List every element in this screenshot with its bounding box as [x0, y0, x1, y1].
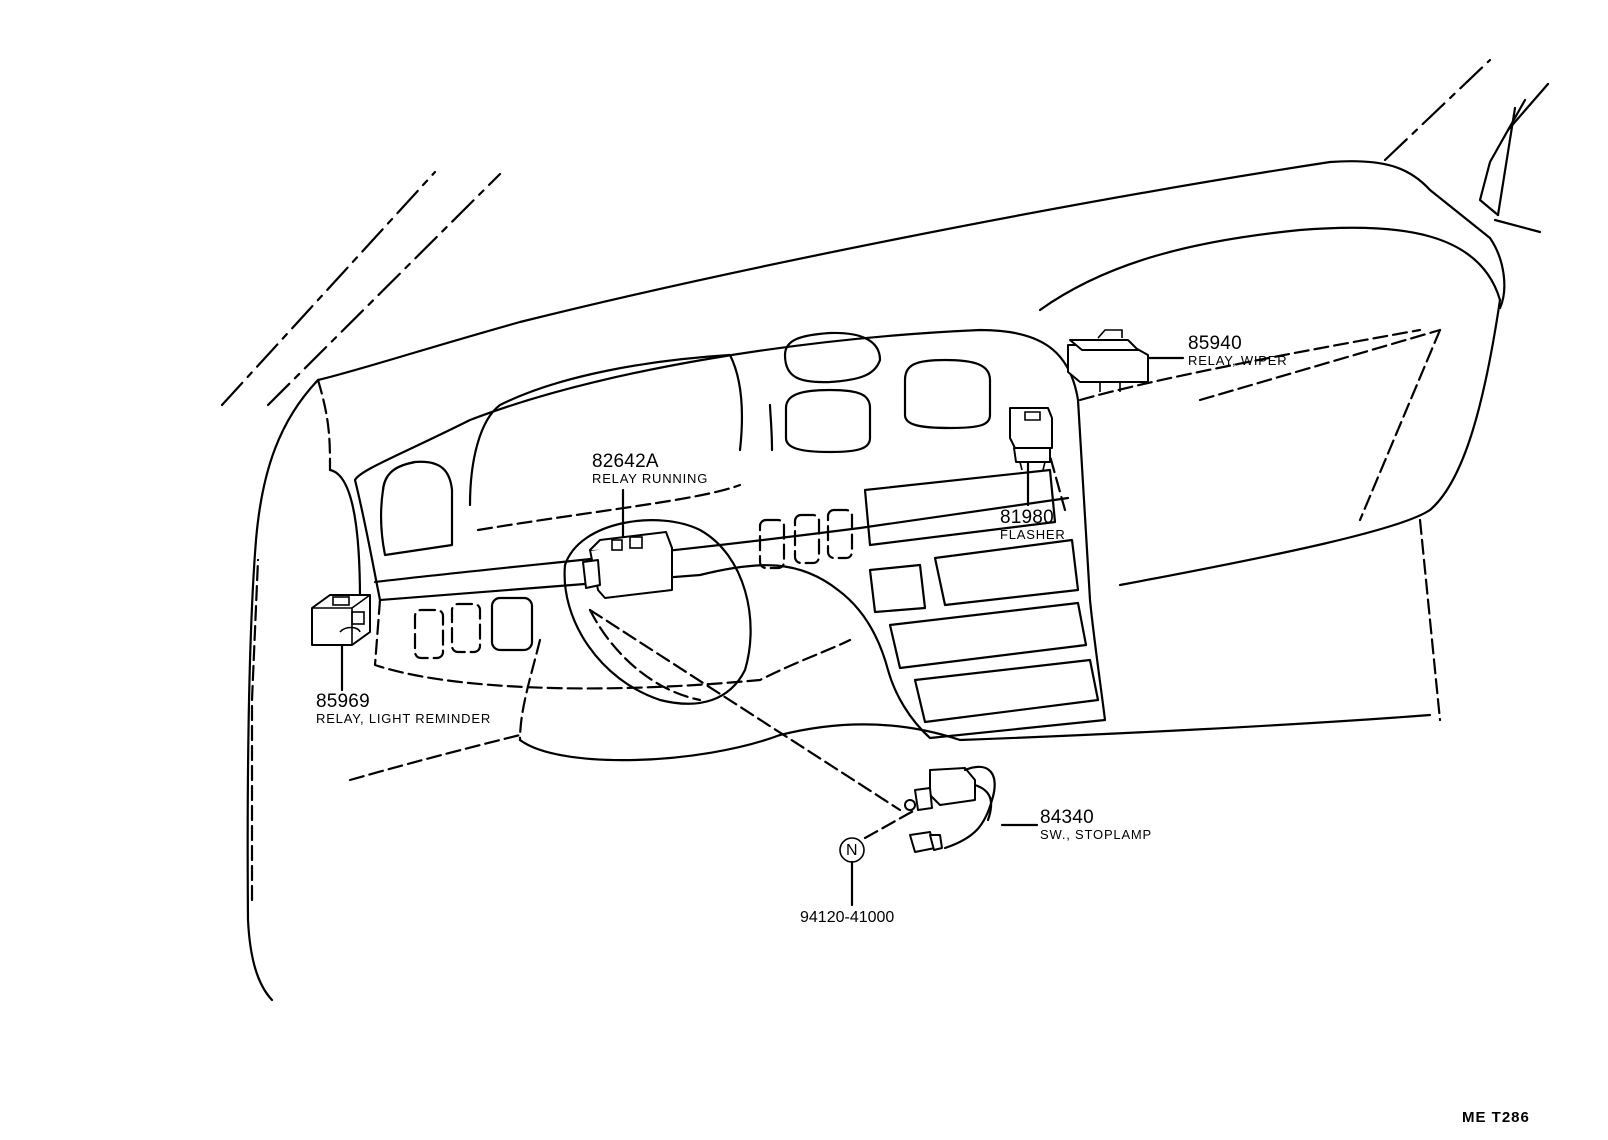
part-name: RELAY, WIPER — [1188, 353, 1288, 368]
part-number: 85969 — [316, 691, 370, 712]
flasher-label: 81980 FLASHER — [1000, 508, 1066, 541]
light-reminder-relay-part — [311, 594, 371, 646]
stoplamp-switch-part — [904, 765, 996, 853]
instrument-panel — [353, 328, 1107, 740]
bolt-symbol-letter: N — [846, 842, 858, 859]
dashboard-outline — [246, 160, 1506, 1002]
flasher-part — [1009, 407, 1053, 471]
steering-wheel — [563, 519, 752, 705]
running-relay-label: 82642A RELAY RUNNING — [592, 452, 708, 485]
windshield-frame — [220, 58, 1550, 407]
part-number: 81980 — [1000, 507, 1054, 528]
running-relay-part — [582, 531, 673, 599]
stoplamp-switch-label: 84340 SW., STOPLAMP — [1040, 808, 1152, 841]
bolt-part-number: 94120-41000 — [800, 909, 895, 926]
bolt-symbol — [839, 837, 865, 863]
light-reminder-relay-label: 85969 RELAY, LIGHT REMINDER — [316, 692, 491, 725]
part-name: SW., STOPLAMP — [1040, 827, 1153, 842]
part-number: 85940 — [1188, 333, 1242, 354]
part-number: 84340 — [1040, 807, 1094, 828]
part-name: FLASHER — [1000, 527, 1066, 542]
part-number: 82642A — [592, 451, 659, 472]
wiper-relay-label: 85940 RELAY, WIPER — [1188, 334, 1287, 367]
part-name: RELAY RUNNING — [592, 471, 709, 486]
wiper-relay-part — [1067, 329, 1149, 392]
drawing-code: ME T286 — [1462, 1109, 1530, 1126]
part-name: RELAY, LIGHT REMINDER — [316, 711, 492, 726]
